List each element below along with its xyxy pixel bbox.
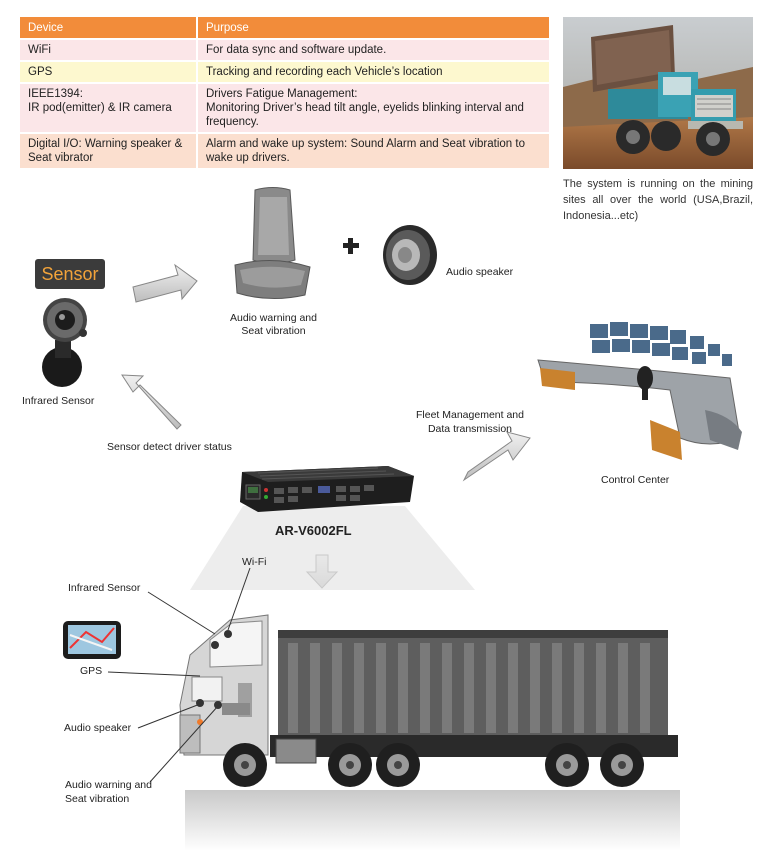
table-row: Digital I/O: Warning speaker & Seat vibr… <box>20 132 551 168</box>
cell-device: Digital I/O: Warning speaker & Seat vibr… <box>20 132 198 168</box>
infrared-sensor-label: Infrared Sensor <box>22 395 95 407</box>
device-purpose-table: Device Purpose WiFi For data sync and so… <box>20 17 551 168</box>
truck-speaker-label: Audio speaker <box>64 722 132 734</box>
truck-infrared-label: Infrared Sensor <box>68 582 141 594</box>
model-name: AR-V6002FL <box>275 523 352 538</box>
cell-purpose: Tracking and recording each Vehicle’s lo… <box>197 60 551 83</box>
fleet-management-label: Fleet Management and Data transmission <box>416 409 524 435</box>
photo-caption: The system is running on the mining site… <box>563 178 753 222</box>
cell-device: IEEE1394: IR pod(emitter) & IR camera <box>20 82 198 133</box>
table-header-row: Device Purpose <box>20 17 551 39</box>
audio-warning-label: Audio warning and Seat vibration <box>230 312 317 337</box>
cell-device: WiFi <box>20 38 198 61</box>
gps-device-icon <box>63 621 121 659</box>
arrow-to-sensor <box>121 374 182 430</box>
control-center-label: Control Center <box>601 474 670 486</box>
header-device: Device <box>20 17 198 39</box>
truck-audio-warning-label: Audio warning and Seat vibration <box>65 779 152 805</box>
arrow-to-seat <box>132 263 198 303</box>
control-center-illustration <box>537 322 742 460</box>
sensor-badge: Sensor <box>35 259 105 289</box>
mining-truck-photo <box>563 17 753 169</box>
audio-speaker-icon <box>383 225 437 285</box>
table-row: IEEE1394: IR pod(emitter) & IR camera Dr… <box>20 82 551 133</box>
audio-speaker-label: Audio speaker <box>446 266 514 278</box>
infrared-camera-icon <box>42 298 87 387</box>
table-row: GPS Tracking and recording each Vehicle’… <box>20 60 551 83</box>
cell-purpose: Drivers Fatigue Management: Monitoring D… <box>197 82 551 133</box>
truck-wifi-label: Wi-Fi <box>242 556 267 568</box>
sensor-detect-label: Sensor detect driver status <box>107 441 232 453</box>
cell-device: GPS <box>20 60 198 83</box>
ar-v6002fl-computer-icon <box>240 466 414 512</box>
table-row: WiFi For data sync and software update. <box>20 38 551 61</box>
arrow-to-control-center <box>462 431 531 482</box>
cell-purpose: For data sync and software update. <box>197 38 551 61</box>
truck-illustration <box>179 614 680 851</box>
truck-gps-label: GPS <box>80 665 103 677</box>
seat-icon <box>234 187 311 300</box>
projection-cone <box>190 506 475 590</box>
cell-purpose: Alarm and wake up system: Sound Alarm an… <box>197 132 551 168</box>
header-purpose: Purpose <box>197 17 551 39</box>
